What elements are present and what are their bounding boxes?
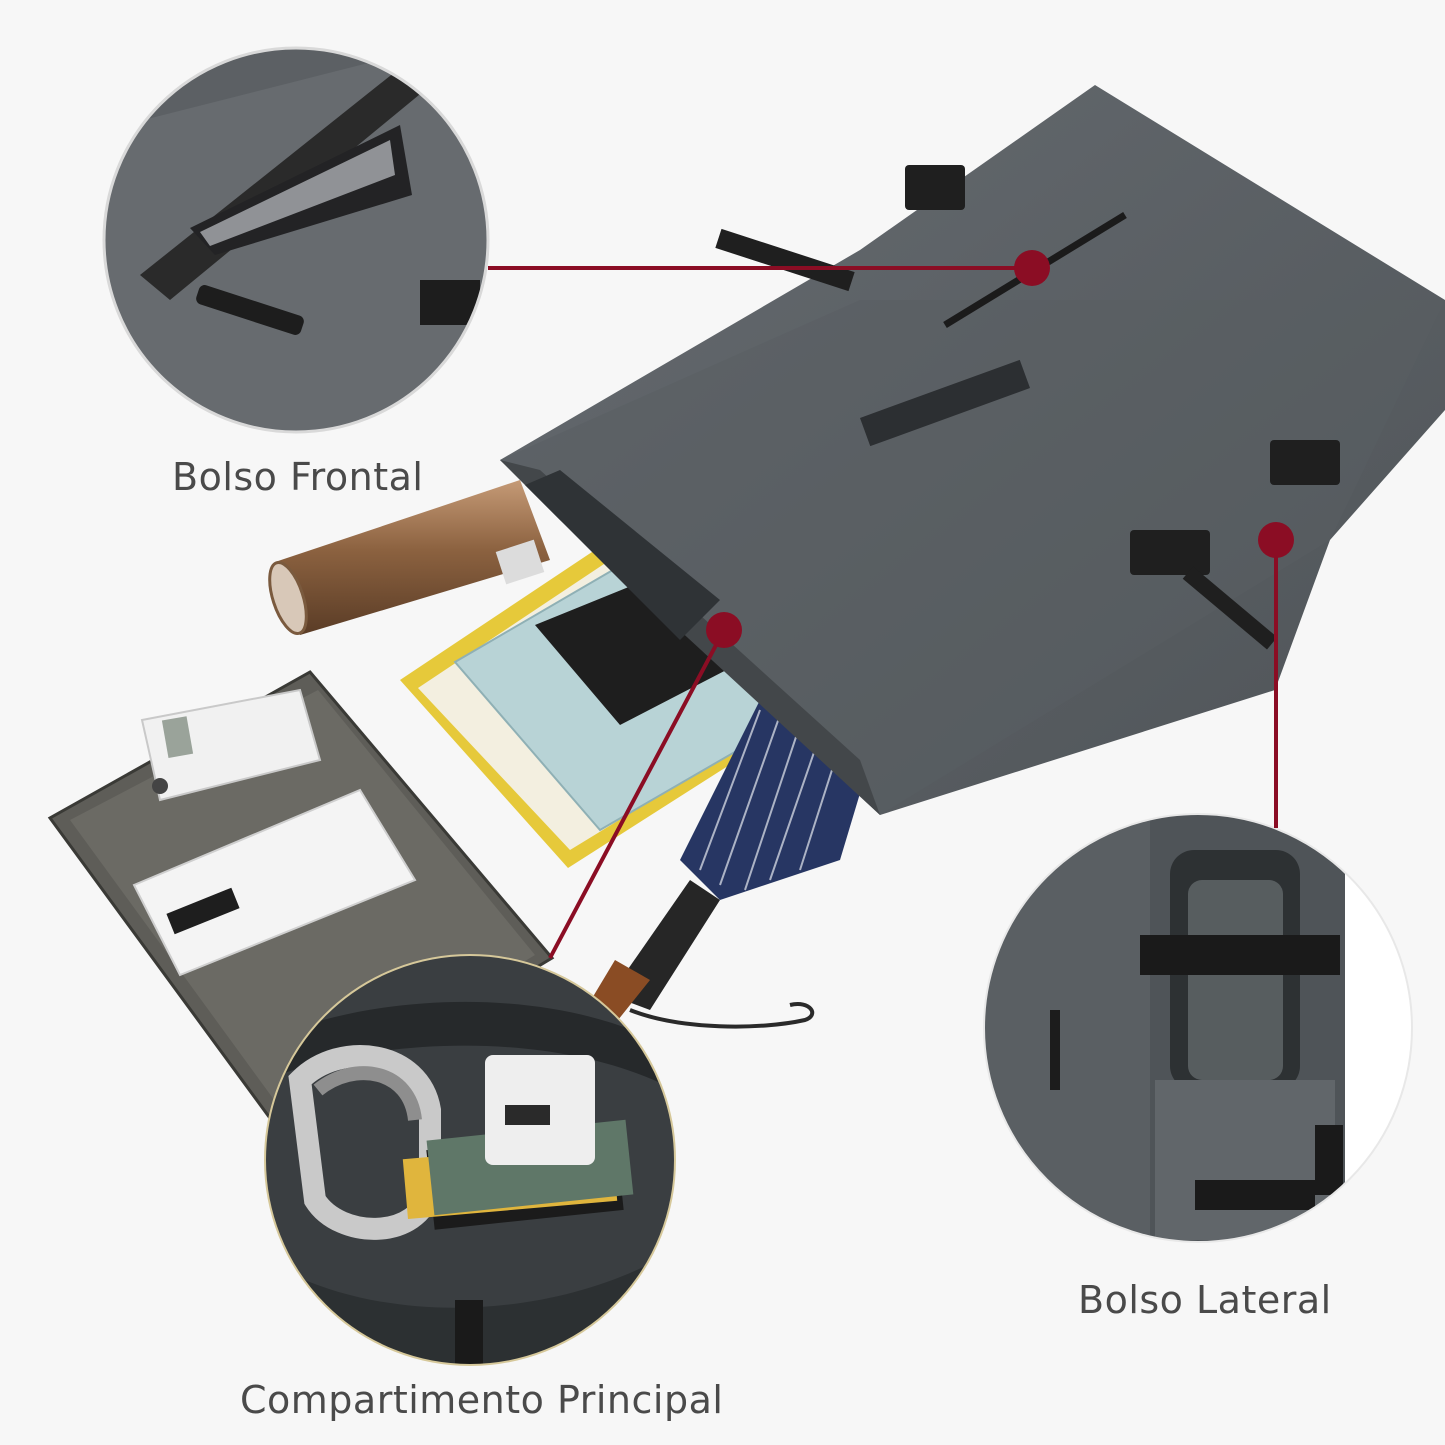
umbrella xyxy=(585,700,870,1030)
calculator-device xyxy=(140,688,322,802)
front-pocket-detail-circle xyxy=(102,46,490,434)
magazine-and-notebooks xyxy=(400,540,800,868)
backpack xyxy=(500,85,1445,815)
callout-side-pocket xyxy=(1258,522,1294,828)
thermos-bottle xyxy=(268,480,550,635)
main-compartment-detail-circle xyxy=(264,954,676,1366)
side-pocket-detail-circle xyxy=(983,813,1413,1243)
callout-main-compartment xyxy=(548,612,742,959)
smartphone xyxy=(132,788,417,977)
label-side-pocket: Bolso Lateral xyxy=(1078,1278,1332,1322)
label-front-pocket: Bolso Frontal xyxy=(172,455,424,499)
callout-front-pocket xyxy=(488,250,1050,286)
label-main-compartment: Compartimento Principal xyxy=(240,1378,724,1422)
